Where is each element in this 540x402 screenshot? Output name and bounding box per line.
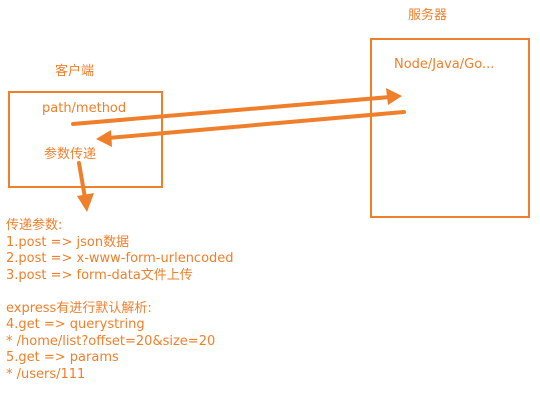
get-item-2: 5.get => params: [6, 350, 119, 365]
post-item-1: 1.post => json数据: [6, 234, 130, 250]
post-item-2: 2.post => x-www-form-urlencoded: [6, 251, 234, 266]
down-arrow-line: [77, 161, 87, 200]
server-title: 服务器: [408, 8, 448, 23]
client-box: [8, 91, 163, 188]
client-title: 客户端: [55, 64, 95, 79]
response-arrow-line: [106, 110, 406, 140]
down-arrowhead: [77, 193, 94, 212]
get-item-2-example: * /users/111: [6, 366, 86, 382]
request-arrow-line: [71, 95, 392, 126]
express-heading: express有进行默认解析:: [6, 300, 152, 316]
response-arrowhead: [96, 130, 112, 147]
server-tech-label: Node/Java/Go...: [394, 57, 495, 72]
get-item-1: 4.get => querystring: [6, 317, 145, 332]
get-item-1-example: * /home/list?offset=20&size=20: [6, 333, 216, 349]
notes-block: 传递参数: 1.post => json数据 2.post => x-www-f…: [6, 218, 234, 383]
request-arrowhead: [386, 88, 402, 105]
notes-spacer: [6, 284, 234, 301]
notes-heading: 传递参数:: [6, 218, 63, 233]
param-passing-label: 参数传递: [44, 147, 97, 162]
path-method-label: path/method: [42, 101, 127, 116]
server-box: [370, 38, 530, 218]
post-item-3: 3.post => form-data文件上传: [6, 267, 193, 283]
